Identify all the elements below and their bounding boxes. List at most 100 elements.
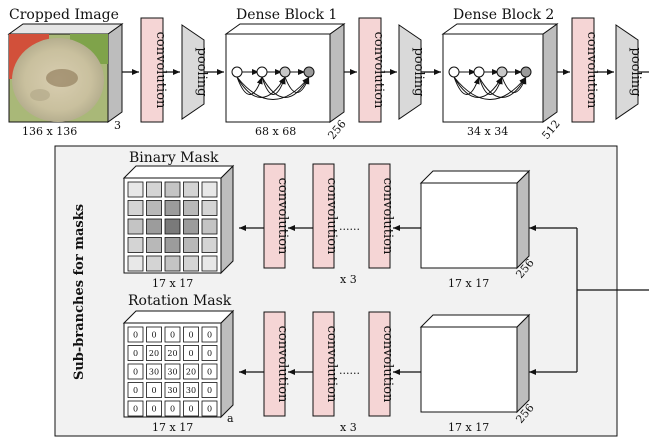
mask-cell — [202, 182, 217, 197]
mask-cell — [128, 256, 143, 271]
mask-cell-value: 30 — [186, 386, 196, 395]
binary-repeat: x 3 — [340, 273, 357, 286]
mask-cell — [165, 219, 180, 234]
mask-cell — [147, 256, 162, 271]
rotation-feature-size: 17 x 17 — [448, 421, 489, 434]
mask-cell-value: 30 — [167, 368, 177, 377]
mask-cell-value: 0 — [188, 405, 193, 414]
cropped-image-block — [9, 24, 122, 122]
rotation-mask-title: Rotation Mask — [128, 293, 232, 309]
dense2-node-4 — [521, 67, 531, 77]
mask-cell-value: 0 — [133, 349, 138, 358]
mask-cell — [128, 238, 143, 253]
binary-conv-1-label: convolution — [275, 178, 290, 255]
binary-dots: ...... — [339, 220, 360, 233]
mask-cell — [165, 182, 180, 197]
mask-cell — [184, 182, 199, 197]
mask-cell — [147, 182, 162, 197]
cropped-image-channels: 3 — [114, 119, 121, 132]
mask-cell-value: 30 — [167, 386, 177, 395]
binary-mask-block — [124, 166, 233, 273]
rotation-conv-1-label: convolution — [275, 326, 290, 403]
rotation-conv-3: convolution — [369, 312, 395, 416]
dense-block-2-size: 34 x 34 — [467, 125, 508, 138]
mask-cell-value: 0 — [207, 368, 212, 377]
mask-cell-value: 0 — [207, 349, 212, 358]
dense2-node-1 — [449, 67, 459, 77]
mask-cell-value: 0 — [207, 386, 212, 395]
mask-cell — [165, 201, 180, 216]
rotation-repeat: x 3 — [340, 421, 357, 434]
mask-cell — [128, 201, 143, 216]
dense1-node-4 — [304, 67, 314, 77]
mask-cell — [202, 201, 217, 216]
mask-cell-value: 0 — [133, 368, 138, 377]
conv-label-3: convolution — [584, 32, 599, 109]
dense-block-1-title: Dense Block 1 — [236, 7, 337, 23]
mask-cell — [184, 238, 199, 253]
mask-cell-value: 0 — [133, 386, 138, 395]
mask-cell — [128, 182, 143, 197]
rotation-mask-channels: a — [227, 412, 234, 425]
mask-cell-value: 0 — [151, 405, 156, 414]
mask-cell-value: 0 — [151, 386, 156, 395]
mask-cell — [184, 201, 199, 216]
dense-block-1 — [226, 24, 344, 122]
rotation-conv-2-label: convolution — [324, 326, 339, 403]
mask-cell-value: 30 — [149, 368, 159, 377]
rotation-dots: ...... — [339, 364, 360, 377]
rotation-mask-size: 17 x 17 — [152, 421, 193, 434]
conv-block-1: convolution — [141, 18, 168, 122]
mask-cell — [128, 219, 143, 234]
conv-block-3: convolution — [572, 18, 599, 122]
mask-cell — [147, 238, 162, 253]
mask-cell — [165, 256, 180, 271]
binary-feature-block — [421, 171, 529, 268]
mask-cell — [165, 238, 180, 253]
rotation-feature-block — [421, 315, 529, 412]
mask-cell-value: 0 — [207, 331, 212, 340]
binary-conv-1: convolution — [264, 164, 290, 268]
cropped-image-size: 136 x 136 — [22, 125, 77, 138]
dense-block-2 — [443, 24, 557, 122]
binary-mask-grid — [128, 182, 217, 271]
dense-block-2-title: Dense Block 2 — [453, 7, 554, 23]
mask-cell-value: 0 — [188, 349, 193, 358]
mask-cell — [147, 201, 162, 216]
binary-conv-3-label: convolution — [380, 178, 395, 255]
mask-cell-value: 0 — [170, 331, 175, 340]
mask-cell — [184, 256, 199, 271]
mask-cell-value: 0 — [151, 331, 156, 340]
mask-cell-value: 0 — [133, 331, 138, 340]
mask-cell-value: 0 — [133, 405, 138, 414]
mask-cell-value: 20 — [186, 368, 196, 377]
mask-cell — [202, 238, 217, 253]
dense1-node-3 — [280, 67, 290, 77]
mask-cell-value: 20 — [149, 349, 159, 358]
dense1-node-2 — [257, 67, 267, 77]
dense2-node-3 — [497, 67, 507, 77]
dense1-node-1 — [232, 67, 242, 77]
conv-label-1: convolution — [153, 32, 168, 109]
rotation-conv-2: convolution — [313, 312, 339, 416]
rotation-conv-3-label: convolution — [380, 326, 395, 403]
cropped-image-title: Cropped Image — [9, 7, 119, 23]
conv-label-2: convolution — [371, 32, 386, 109]
binary-mask-title: Binary Mask — [129, 150, 219, 166]
dense-block-1-size: 68 x 68 — [255, 125, 296, 138]
rotation-conv-1: convolution — [264, 312, 290, 416]
sub-branches-label: Sub-branches for masks — [72, 204, 87, 380]
binary-feature-size: 17 x 17 — [448, 277, 489, 290]
mask-cell-value: 0 — [207, 405, 212, 414]
mask-cell — [202, 256, 217, 271]
binary-conv-2-label: convolution — [324, 178, 339, 255]
mask-cell-value: 20 — [167, 349, 177, 358]
binary-conv-3: convolution — [369, 164, 395, 268]
mask-cell — [202, 219, 217, 234]
binary-conv-2: convolution — [313, 164, 339, 268]
mask-cell-value: 0 — [170, 405, 175, 414]
mask-cell — [184, 219, 199, 234]
